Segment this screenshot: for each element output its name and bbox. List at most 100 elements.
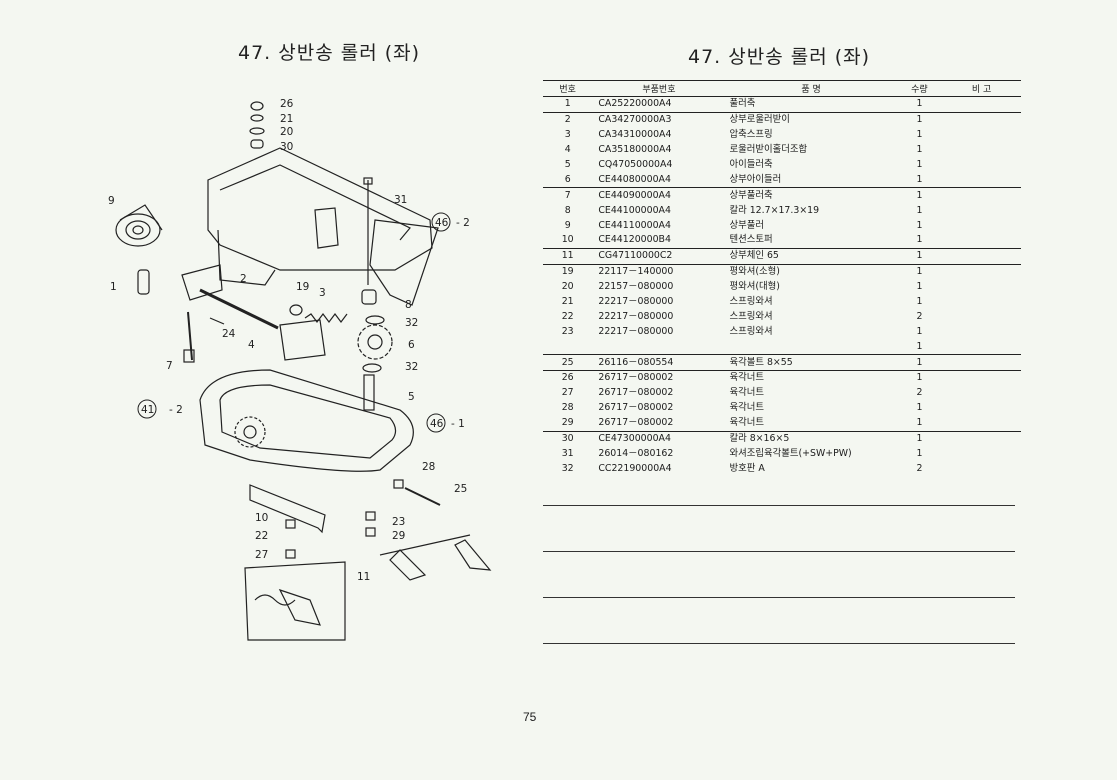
cell-part xyxy=(592,339,726,356)
callout-28: 28 xyxy=(422,461,435,473)
cell-note xyxy=(942,324,1021,339)
cell-no: 27 xyxy=(561,387,574,399)
cell-name: 와셔조립육각볼트(+SW+PW) xyxy=(729,447,852,459)
cell-note xyxy=(942,96,1021,113)
header-no: 번호 xyxy=(543,80,593,97)
cell-name: 텐션스토퍼 xyxy=(725,233,897,249)
cell-note xyxy=(942,248,1021,265)
cell-no: 20 xyxy=(561,281,574,293)
cell-part: 22217－080000 xyxy=(598,310,674,322)
callout-27: 27 xyxy=(255,549,268,561)
cell-name: 풀러축 xyxy=(725,96,897,113)
table-row: 3 CA34310000A4 압축스프링 1 xyxy=(543,128,1021,143)
cell-qty: 1 xyxy=(916,204,923,216)
cell-note xyxy=(942,188,1021,203)
cell-no xyxy=(543,339,593,356)
cell-part: 22117－140000 xyxy=(598,266,674,278)
cell-qty: 1 xyxy=(916,296,923,308)
callout-46-1: 46 xyxy=(430,418,444,430)
cell-name: 상부로울러받이 xyxy=(729,114,790,126)
callout-32-b: 32 xyxy=(405,361,418,373)
cell-name: 압축스프링 xyxy=(729,129,773,141)
cell-note xyxy=(942,354,1021,372)
cell-part: CA34270000A3 xyxy=(598,114,672,126)
callout-2: 2 xyxy=(240,273,247,285)
cell-qty: 1 xyxy=(916,159,923,170)
cell-note xyxy=(942,415,1021,432)
cell-no: 10 xyxy=(543,233,593,249)
cell-note xyxy=(942,172,1021,189)
callout-8: 8 xyxy=(405,299,412,311)
cell-no: 25 xyxy=(543,354,593,372)
cell-no: 29 xyxy=(543,415,593,432)
callout-9: 9 xyxy=(108,195,115,207)
cell-no: 21 xyxy=(561,296,574,308)
cell-note xyxy=(942,446,1021,461)
cell-part: CC22190000A4 xyxy=(598,462,672,474)
callout-5: 5 xyxy=(408,391,415,403)
cell-qty: 2 xyxy=(916,462,923,474)
cell-no: 4 xyxy=(564,144,571,156)
cell-name xyxy=(725,339,897,356)
callout-19: 19 xyxy=(296,281,309,293)
cell-qty: 1 xyxy=(916,189,923,201)
cell-name: 상부아이들러 xyxy=(725,172,897,189)
callout-21: 21 xyxy=(280,113,293,125)
cell-part: CE44110000A4 xyxy=(598,219,671,231)
callout-6: 6 xyxy=(408,339,415,351)
header-qty: 수량 xyxy=(896,80,943,97)
cell-name: 방호판 A xyxy=(729,462,765,474)
exploded-parts-diagram: 26 21 20 30 31 46 - 2 9 2 1 19 3 8 32 24… xyxy=(100,80,500,650)
cell-part: CA35180000A4 xyxy=(598,144,672,156)
cell-part: 22217－080000 xyxy=(598,325,674,337)
cell-name: 상부체인 65 xyxy=(725,248,897,265)
header-name: 품 명 xyxy=(725,80,897,97)
cell-no: 30 xyxy=(561,433,574,445)
cell-qty: 1 xyxy=(916,433,923,445)
cell-name: 칼라 12.7×17.3×19 xyxy=(729,204,820,216)
cell-no: 32 xyxy=(561,462,574,474)
cell-no: 5 xyxy=(564,159,571,170)
cell-no: 31 xyxy=(561,447,574,459)
cell-note xyxy=(942,431,1021,446)
cell-note xyxy=(942,218,1021,233)
callout-1: 1 xyxy=(110,281,117,293)
cell-name: 육각너트 xyxy=(729,402,764,414)
cell-note xyxy=(942,112,1021,127)
cell-part: CE44080000A4 xyxy=(592,172,726,189)
cell-part: 26717－080002 xyxy=(598,402,674,414)
cell-name: 칼라 8×16×5 xyxy=(729,433,790,445)
cell-no: 22 xyxy=(561,310,574,322)
cell-note xyxy=(942,264,1021,279)
callout-25: 25 xyxy=(454,483,467,495)
cell-qty: 1 xyxy=(916,372,923,384)
cell-name: 평와셔(소형) xyxy=(729,266,780,278)
cell-no: 3 xyxy=(564,129,571,141)
cell-qty: 2 xyxy=(916,310,923,322)
cell-qty: 1 xyxy=(916,144,923,156)
cell-no: 7 xyxy=(564,189,571,201)
cell-qty: 1 xyxy=(896,96,943,113)
callout-24: 24 xyxy=(222,328,236,340)
cell-name: 스프링와셔 xyxy=(729,296,773,308)
cell-qty: 1 xyxy=(916,129,923,141)
diagram-title: 47. 상반송 롤러 (좌) xyxy=(238,42,421,64)
cell-no: 26 xyxy=(561,372,574,384)
cell-note xyxy=(942,386,1021,401)
cell-part: CA34310000A4 xyxy=(598,129,672,141)
cell-part: CQ47050000A4 xyxy=(598,159,673,170)
cell-no: 23 xyxy=(561,325,574,337)
callout-10: 10 xyxy=(255,512,268,524)
